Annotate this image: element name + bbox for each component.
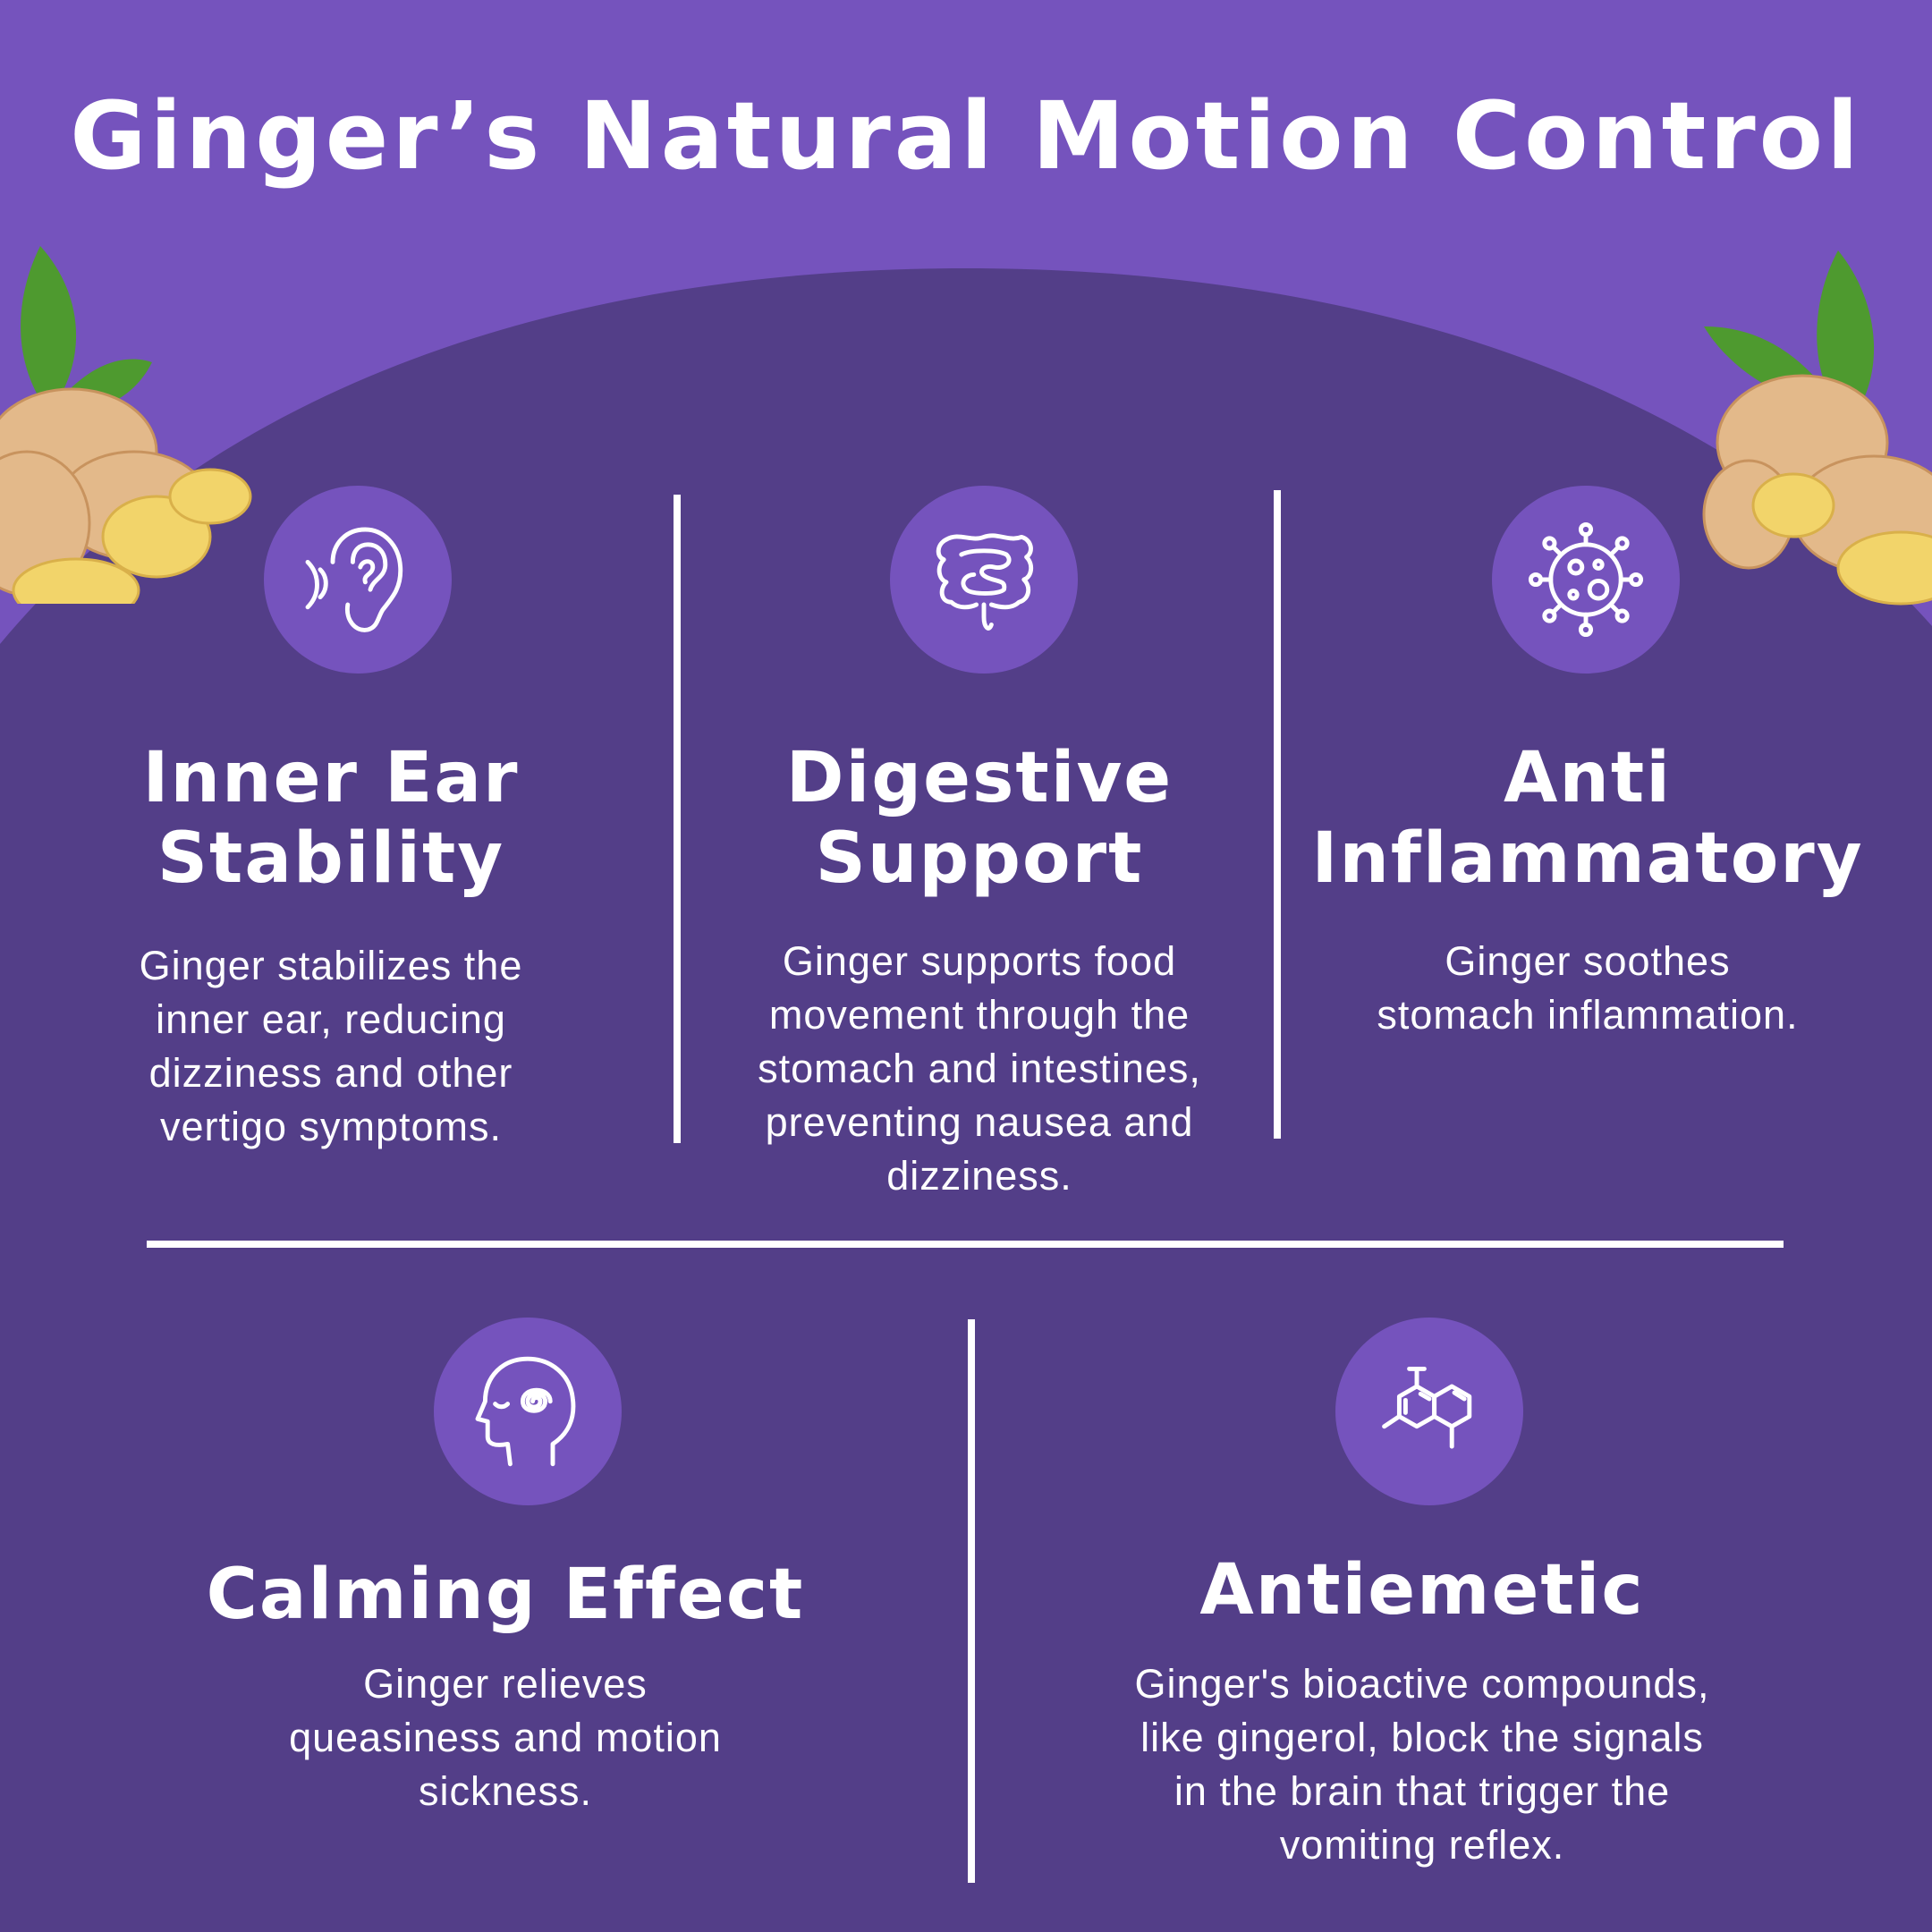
card-calming-title: Calming Effect [206,1555,805,1635]
card-digestive-text: Ginger supports food movement through th… [758,938,1201,1199]
intestine-icon [936,533,1034,631]
dome-panel [0,268,1932,1932]
card-anti-inflammatory-title: Anti Inflammatory [1311,738,1864,899]
card-anti-inflammatory-text: Ginger soothes stomach inflammation. [1377,938,1799,1038]
divider-vertical-bottom [968,1319,975,1883]
card-calming-text: Ginger relieves queasiness and motion si… [289,1661,722,1814]
calming-icon-circle [434,1318,622,1505]
calm-mind-head-icon [475,1356,576,1467]
card-antiemetic-title: Antiemetic [1199,1550,1645,1631]
divider-horizontal [147,1241,1784,1248]
anti-inflammatory-icon-circle [1492,486,1680,674]
page-title: Ginger’s Natural Motion Control [70,81,1862,191]
inner-ear-icon-circle [264,486,452,674]
molecule-structure-icon [1382,1366,1472,1449]
card-inner-ear-text: Ginger stabilizes the inner ear, reducin… [139,943,523,1149]
ginger-root-right-image [1702,250,1932,606]
card-digestive-title: Digestive Support [785,738,1174,899]
card-antiemetic-text: Ginger's bioactive compounds, like ginge… [1134,1661,1710,1868]
divider-vertical-top-left [674,495,681,1143]
divider-vertical-top-right [1274,490,1281,1139]
digestive-icon-circle [890,486,1078,674]
ear-sound-icon [305,527,403,632]
card-inner-ear-title: Inner Ear Stability [142,738,520,899]
antiemetic-icon-circle [1335,1318,1523,1505]
virus-cell-icon [1528,521,1644,638]
ginger-root-left-image [0,246,252,604]
